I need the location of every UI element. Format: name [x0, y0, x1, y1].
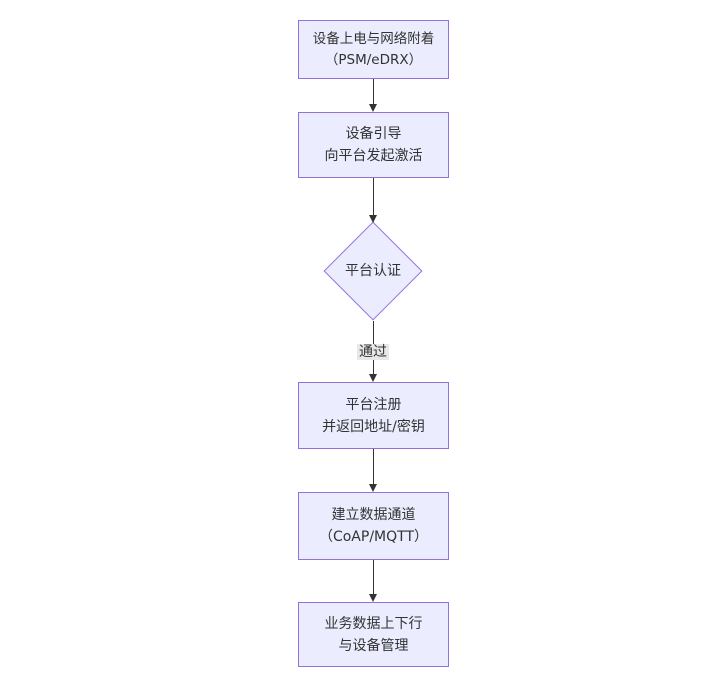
node-data-channel: 建立数据通道 （CoAP/MQTT） [298, 492, 449, 560]
arrowhead-down-icon [369, 374, 377, 382]
node-business-data: 业务数据上下行 与设备管理 [298, 602, 449, 667]
edge-label-pass: 通过 [357, 344, 389, 360]
arrowhead-down-icon [369, 594, 377, 602]
node-platform-register: 平台注册 并返回地址/密钥 [298, 382, 449, 449]
edge-register-to-channel [373, 449, 374, 485]
edge-power-to-bootstrap [373, 79, 374, 105]
arrowhead-down-icon [369, 484, 377, 492]
node-device-power-attach: 设备上电与网络附着 （PSM/eDRX） [298, 20, 449, 79]
node-platform-auth-label: 平台认证 [345, 263, 401, 279]
node-device-bootstrap: 设备引导 向平台发起激活 [298, 112, 449, 178]
arrowhead-down-icon [369, 215, 377, 223]
edge-bootstrap-to-auth [373, 178, 374, 216]
edge-channel-to-business [373, 560, 374, 595]
arrowhead-down-icon [369, 104, 377, 112]
